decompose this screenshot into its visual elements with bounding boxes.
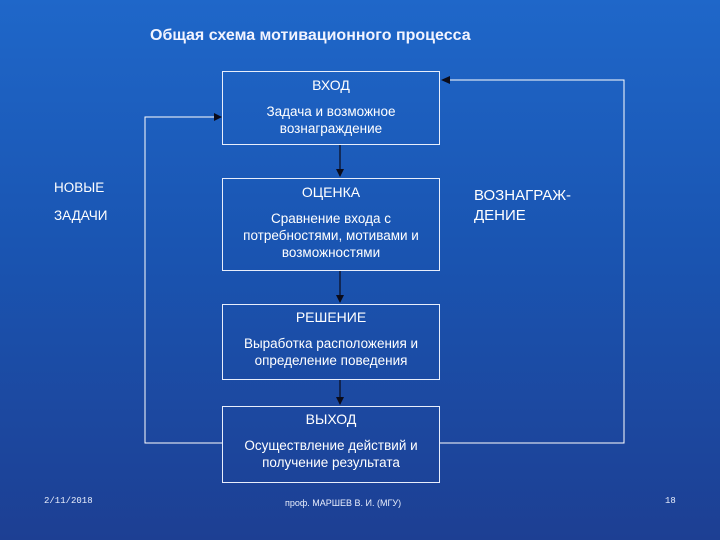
box-evaluation: ОЦЕНКА Сравнение входа с потребностями, … [222,178,440,271]
reward-label-line1: ВОЗНАГРАЖ- [474,187,572,204]
reward-label-line2: ДЕНИЕ [474,207,526,224]
reward-label: ВОЗНАГРАЖ- ДЕНИЕ [474,186,571,226]
box-decision-text: Выработка расположения и определение пов… [243,336,419,368]
box-output-heading: ВЫХОД [305,411,357,427]
box-decision: РЕШЕНИЕ Выработка расположения и определ… [222,304,440,380]
loop-new-tasks-arrowhead [214,113,222,121]
new-tasks-label-line2: ЗАДАЧИ [54,208,108,223]
box-output-text: Осуществление действий и получение резул… [244,438,418,470]
new-tasks-label-line1: НОВЫЕ [54,180,105,195]
box-output: ВЫХОД Осуществление действий и получение… [222,406,440,483]
box-evaluation-heading: ОЦЕНКА [301,184,361,200]
box-input-text: Задача и возможное вознаграждение [266,104,396,136]
footer-date: 2/11/2018 [44,496,93,506]
box-input-heading: ВХОД [312,77,350,93]
box-evaluation-text: Сравнение входа с потребностями, мотивам… [243,211,419,260]
loop-reward [440,79,625,444]
loop-new-tasks [144,116,222,444]
footer-page-number: 18 [665,496,676,506]
footer-author: проф. МАРШЕВ В. И. (МГУ) [285,498,402,508]
box-decision-heading: РЕШЕНИЕ [295,309,367,325]
page-title: Общая схема мотивационного процесса [150,27,471,44]
loop-reward-arrowhead [441,76,450,84]
box-input: ВХОД Задача и возможное вознаграждение [222,71,440,145]
